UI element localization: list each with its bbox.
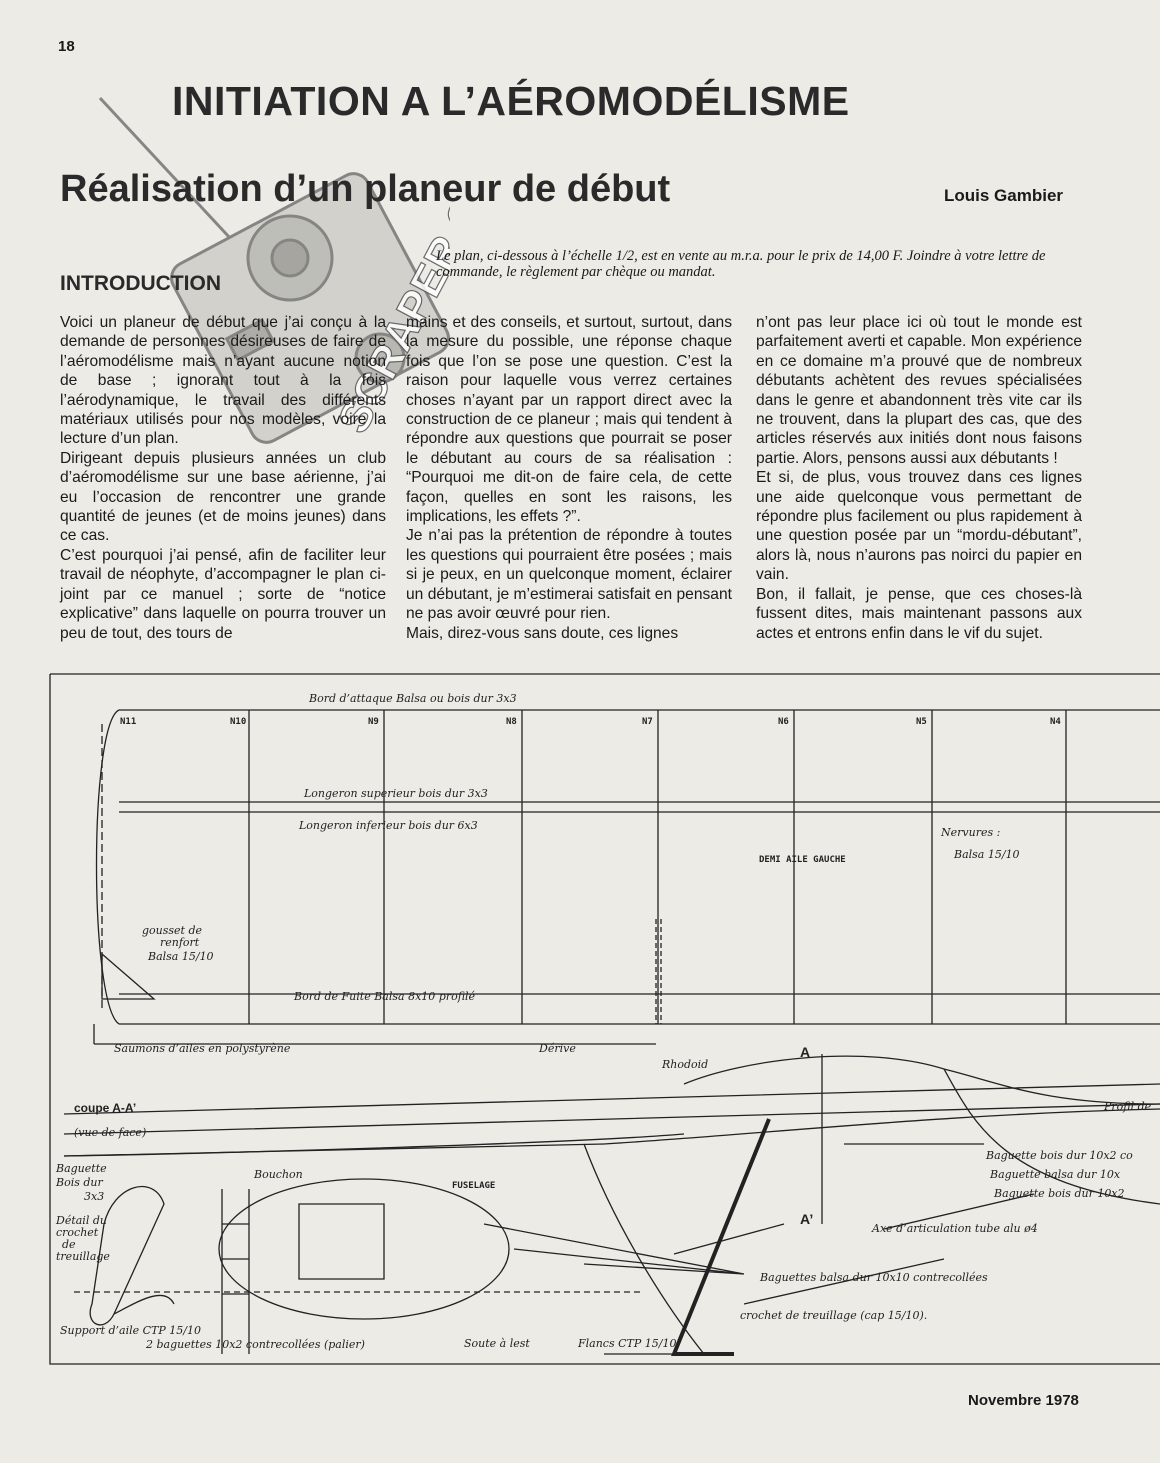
gusset-label: renfort: [160, 936, 200, 949]
rib-label: N6: [778, 717, 789, 727]
ribs-label: Nervures :: [940, 826, 1000, 839]
rod-label: 3x3: [84, 1190, 104, 1203]
wing-support-label: Support d’aile CTP 15/10: [60, 1324, 201, 1337]
paragraph: Et si, de plus, vous trouvez dans ces li…: [756, 469, 1082, 584]
text-column-1: Voici un planeur de début que j’ai conçu…: [60, 313, 386, 643]
page-title: INITIATION A L’AÉROMODÉLISME: [172, 78, 850, 124]
paragraph: C’est pourquoi j’ai pensé, afin de facil…: [60, 546, 386, 642]
trailing-edge-label: Bord de Fuite Balsa 8x10 profilé: [293, 990, 476, 1003]
watermark-transmitter-photo: SCRAPER.COM: [98, 96, 450, 444]
lower-spar-label: Longeron inferieur bois dur 6x3: [298, 819, 478, 832]
gusset-label: gousset de: [142, 924, 203, 937]
plan-availability-note: Le plan, ci-dessous à l’échelle 1/2, est…: [436, 248, 1046, 280]
two-rods-label: 2 baguettes 10x2 contrecollées (palier): [145, 1338, 365, 1351]
paragraph: n’ont pas leur place ici où tout le mond…: [756, 314, 1082, 467]
rib-label: N5: [916, 717, 927, 727]
page-number: 18: [58, 38, 75, 55]
rib-label: N8: [506, 717, 517, 727]
half-wing-label: DEMI AILE GAUCHE: [759, 855, 846, 865]
glider-plan-drawing: N11 N10 N9 N8 N7 N6 N5 N4 Bord d’attaque…: [49, 673, 1160, 1365]
paragraph: Je n’ai pas la prétention de répondre à …: [406, 527, 732, 623]
wingtip-label: Saumons d’ailes en polystyrène: [114, 1042, 291, 1055]
rhodoid-label: Rhodoid: [661, 1058, 708, 1071]
pivot-axis-label: Axe d’articulation tube alu ø4: [871, 1222, 1038, 1235]
section-title: coupe A-A’: [74, 1101, 136, 1115]
rod-label: Baguette: [55, 1162, 107, 1175]
section-mark-a: A: [800, 1044, 810, 1060]
profile-label: Profil de: [1103, 1100, 1152, 1113]
paragraph: Mais, direz-vous sans doute, ces lignes: [406, 624, 679, 642]
hook-detail-label: treuillage: [56, 1250, 110, 1263]
balsa-rods-label: Baguettes balsa dur 10x10 contrecollées: [759, 1271, 988, 1284]
hook-detail-label: de: [62, 1238, 76, 1251]
section-heading: INTRODUCTION: [60, 272, 221, 295]
section-mark-a-prime: A’: [800, 1211, 813, 1227]
rod-label: Bois dur: [55, 1176, 103, 1189]
hard-rod-label: Baguette balsa dur 10x: [989, 1168, 1121, 1181]
paragraph: mains et des conseils, et surtout, surto…: [406, 314, 732, 526]
issue-date: Novembre 1978: [968, 1392, 1079, 1409]
fuselage-label: FUSELAGE: [452, 1181, 495, 1191]
paragraph: Voici un planeur de début que j’ai conçu…: [60, 314, 386, 448]
article-subtitle: Réalisation d’un planeur de début: [60, 168, 671, 210]
rib-label: N9: [368, 717, 379, 727]
rib-label: N7: [642, 717, 653, 727]
hook-detail-label: crochet: [56, 1226, 99, 1239]
ribs-material-label: Balsa 15/10: [953, 848, 1020, 861]
leading-edge-label: Bord d’attaque Balsa ou bois dur 3x3: [308, 692, 517, 705]
author-name: Louis Gambier: [944, 186, 1064, 205]
ballast-label: Soute à lest: [464, 1337, 530, 1350]
hard-rod-label: Baguette bois dur 10x2: [993, 1187, 1125, 1200]
fin-label: Dérive: [538, 1042, 576, 1055]
flanks-label: Flancs CTP 15/10: [577, 1337, 676, 1350]
hook-detail-label: Détail du: [55, 1214, 107, 1227]
hard-rod-label: Baguette bois dur 10x2 co: [985, 1149, 1133, 1162]
rib-label: N4: [1050, 717, 1061, 727]
text-column-2: mains et des conseils, et surtout, surto…: [406, 313, 732, 643]
rib-label: N11: [120, 717, 136, 727]
upper-spar-label: Longeron superieur bois dur 3x3: [303, 787, 488, 800]
tow-hook-label: crochet de treuillage (cap 15/10).: [740, 1309, 927, 1322]
plug-label: Bouchon: [253, 1168, 303, 1181]
section-view-label: (vue de face): [74, 1126, 146, 1139]
gusset-label: Balsa 15/10: [147, 950, 214, 963]
paragraph: Bon, il fallait, je pense, que ces chose…: [756, 585, 1082, 642]
paragraph: Dirigeant depuis plusieurs années un clu…: [60, 449, 386, 545]
text-column-3: n’ont pas leur place ici où tout le mond…: [756, 313, 1082, 643]
rib-label: N10: [230, 717, 246, 727]
